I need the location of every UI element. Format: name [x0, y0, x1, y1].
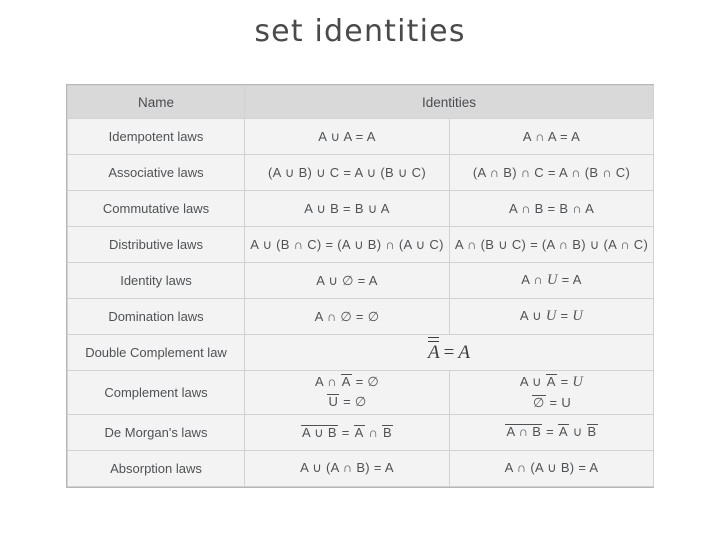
table-row: Complement laws A ∩ A = ∅ U = ∅ A ∪ A = …	[67, 370, 655, 415]
formula-absorption-intersection: A ∩ (A ∪ B) = A	[448, 449, 655, 487]
table-row: Identity laws A ∪ ∅ = A A ∩ U = A	[67, 262, 655, 299]
table-row: Idempotent laws A ∪ A = A A ∩ A = A	[67, 118, 655, 155]
formula-text: =	[542, 424, 558, 440]
formula-text: A ∩	[314, 374, 341, 390]
table-row: De Morgan's laws A ∪ B = A ∩ B A ∩ B = A…	[67, 413, 655, 451]
double-overline-variable: A	[428, 337, 440, 364]
formula-absorption-union: A ∪ (A ∩ B) = A	[244, 449, 450, 487]
table-row: Distributive laws A ∪ (B ∩ C) = (A ∪ B) …	[67, 226, 655, 263]
complement-bar-emptyset: ∅	[531, 395, 546, 411]
table-row: Associative laws (A ∪ B) ∪ C = A ∪ (B ∪ …	[67, 154, 655, 191]
formula-identity-intersection: A ∩ U = A	[448, 262, 655, 299]
complement-bar-union: A ∪ B	[300, 424, 338, 440]
table-row: Domination laws A ∩ ∅ = ∅ A ∪ U = U	[67, 298, 655, 335]
formula-commutative-union: A ∪ B = B ∪ A	[244, 190, 450, 227]
formula-line-2: ∅ = U	[454, 393, 649, 413]
complement-bar-u: U	[327, 394, 340, 410]
universal-set-symbol: U	[572, 374, 584, 390]
table-row: Commutative laws A ∪ B = B ∪ A A ∩ B = B…	[67, 190, 655, 227]
formula-text: =	[337, 424, 354, 440]
column-header-name: Name	[67, 85, 245, 119]
formula-idempotent-intersection: A ∩ A = A	[448, 118, 655, 155]
complement-bar-a: A	[545, 374, 557, 389]
formula-line-1: A ∪ A = U	[454, 371, 649, 393]
formula-text: = ∅	[351, 374, 380, 390]
table-row: Absorption laws A ∪ (A ∩ B) = A A ∩ (A ∪…	[67, 449, 655, 487]
complement-bar-a: A	[557, 424, 569, 440]
formula-text: A ∩	[521, 272, 547, 287]
table-row: Double Complement law A=A	[67, 334, 655, 371]
row-label-domination: Domination laws	[67, 298, 245, 335]
formula-domination-intersection: A ∩ ∅ = ∅	[244, 298, 450, 335]
universal-set-symbol: U	[572, 308, 584, 324]
row-label-de-morgan: De Morgan's laws	[67, 413, 245, 451]
formula-line-1: A ∩ A = ∅	[249, 372, 445, 392]
formula-idempotent-union: A ∪ A = A	[244, 118, 450, 155]
formula-distributive-union: A ∪ (B ∩ C) = (A ∪ B) ∩ (A ∪ C)	[244, 226, 450, 263]
row-label-idempotent: Idempotent laws	[67, 118, 245, 155]
universal-set-symbol: U	[545, 308, 557, 324]
formula-text: =	[556, 308, 573, 323]
complement-bar-a: A	[353, 424, 365, 440]
column-header-identities: Identities	[243, 85, 655, 119]
complement-bar-b: B	[586, 424, 598, 440]
page-title: set identities	[254, 14, 466, 49]
formula-domination-union: A ∪ U = U	[448, 298, 655, 335]
formula-complement-intersection: A ∩ A = ∅ U = ∅	[244, 370, 450, 415]
formula-text: = A	[557, 272, 582, 287]
formula-identity-union: A ∪ ∅ = A	[244, 262, 450, 299]
formula-text: A ∪	[519, 374, 546, 389]
universal-set-symbol: U	[546, 272, 558, 288]
table-header-row: Name Identities	[67, 85, 655, 119]
formula-text: ∪	[568, 424, 587, 440]
complement-bar-a: A	[340, 374, 352, 390]
row-label-double-complement: Double Complement law	[67, 334, 245, 371]
formula-de-morgan-union: A ∪ B = A ∩ B	[244, 413, 450, 451]
set-identities-table: Name Identities Idempotent laws A ∪ A = …	[66, 84, 655, 488]
formula-text: = U	[545, 395, 572, 411]
complement-bar-intersection: A ∩ B	[505, 424, 543, 440]
formula-associative-intersection: (A ∩ B) ∩ C = A ∩ (B ∩ C)	[448, 154, 655, 191]
formula-double-complement: A=A	[243, 334, 655, 371]
formula-line-2: U = ∅	[249, 392, 445, 412]
equals-sign: =	[443, 342, 455, 364]
row-label-associative: Associative laws	[67, 154, 245, 191]
row-label-absorption: Absorption laws	[67, 449, 245, 487]
formula-text: ∩	[364, 424, 383, 440]
row-label-complement: Complement laws	[67, 370, 245, 415]
formula-de-morgan-intersection: A ∩ B = A ∪ B	[448, 413, 655, 451]
formula-associative-union: (A ∪ B) ∪ C = A ∪ (B ∪ C)	[244, 154, 450, 191]
rhs-variable: A	[458, 342, 470, 364]
formula-distributive-intersection: A ∩ (B ∪ C) = (A ∩ B) ∪ (A ∩ C)	[448, 226, 655, 263]
formula-text: =	[556, 374, 573, 389]
row-label-identity: Identity laws	[67, 262, 245, 299]
complement-bar-b: B	[382, 424, 394, 440]
row-label-distributive: Distributive laws	[67, 226, 245, 263]
double-complement-expression: A=A	[428, 337, 470, 364]
formula-text: = ∅	[339, 394, 367, 410]
row-label-commutative: Commutative laws	[67, 190, 245, 227]
formula-complement-union: A ∪ A = U ∅ = U	[448, 370, 655, 415]
formula-commutative-intersection: A ∩ B = B ∩ A	[448, 190, 655, 227]
formula-text: A ∪	[519, 308, 546, 323]
